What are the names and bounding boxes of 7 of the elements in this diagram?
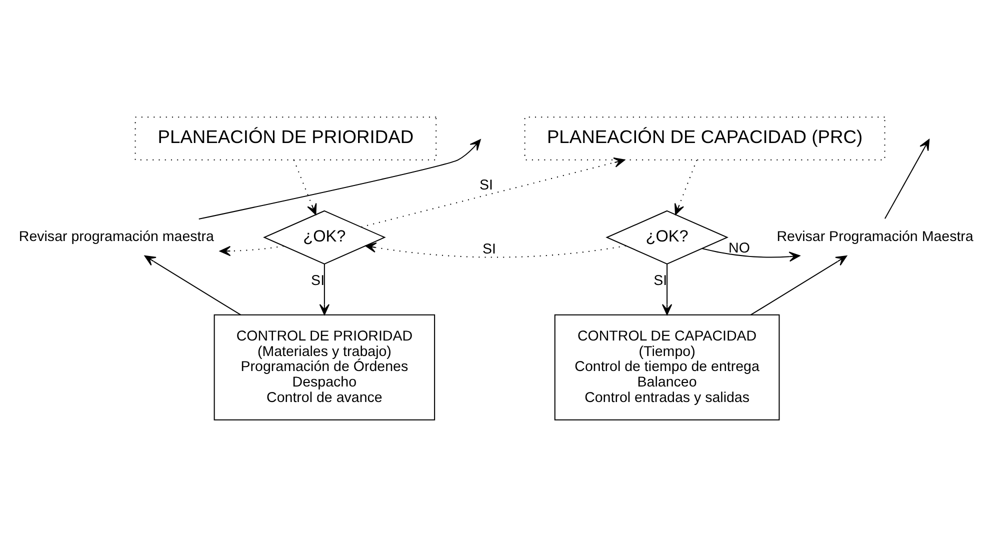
- edge-label: NO: [728, 240, 750, 257]
- edge-label: SI: [482, 241, 496, 258]
- edge-label: SI: [311, 273, 325, 290]
- edge-label: SI: [479, 178, 493, 194]
- node-text: Revisar programación maestra: [18, 229, 214, 246]
- node-text: Revisar Programación Maestra: [776, 229, 974, 246]
- edge-label: SI: [654, 273, 668, 290]
